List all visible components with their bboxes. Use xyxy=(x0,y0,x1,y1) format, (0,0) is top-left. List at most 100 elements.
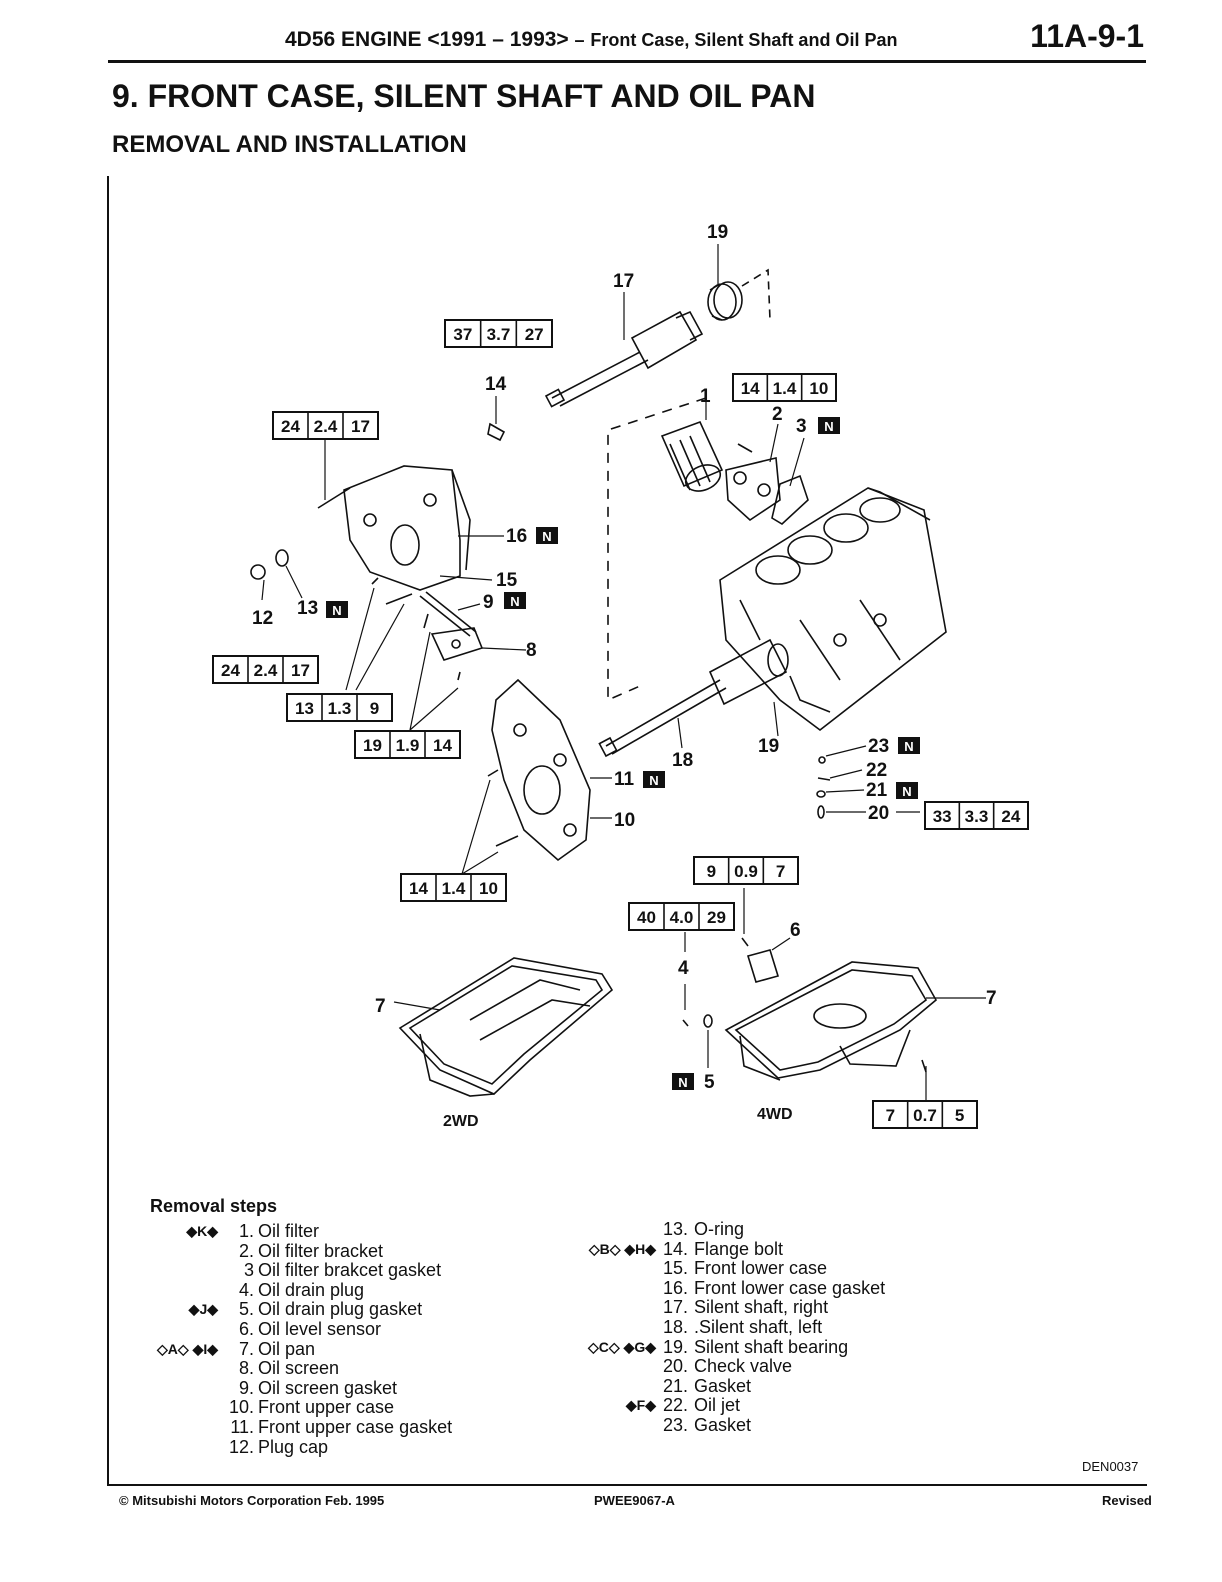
torque-value: 4.0 xyxy=(670,908,694,927)
bolts-drawing xyxy=(250,422,927,1073)
step-text: Front upper case gasket xyxy=(258,1416,453,1437)
removal-step: 6.Oil level sensor xyxy=(0,1319,1222,1340)
step-text: Oil jet xyxy=(694,1395,741,1416)
step-number: 11. xyxy=(230,1416,254,1437)
new-mark-21: N xyxy=(896,782,918,799)
silent-shaft-left-drawing xyxy=(598,638,789,758)
footer-copyright: © Mitsubishi Motors Corporation Feb. 199… xyxy=(119,1493,385,1508)
front-lower-case-drawing xyxy=(343,465,471,591)
step-text: Plug cap xyxy=(258,1436,329,1457)
callout-7-2wd: 7 xyxy=(375,996,386,1017)
step-text: Gasket xyxy=(694,1414,752,1435)
removal-step: ◆K◆1.Oil filter xyxy=(0,1221,1222,1242)
step-text: Oil screen gasket xyxy=(258,1377,398,1398)
torque-value: 5 xyxy=(955,1106,964,1125)
oil-screen-drawing xyxy=(419,591,484,661)
torque-value: 3.3 xyxy=(965,807,989,826)
step-number: 16. xyxy=(662,1277,688,1298)
step-text: Oil screen xyxy=(258,1358,340,1379)
step-text: Front lower case xyxy=(694,1258,828,1279)
torque-value: 17 xyxy=(291,661,310,680)
torque-value: 13 xyxy=(295,699,314,718)
torque-value: 9 xyxy=(707,862,716,881)
callout-labels: 19 17 14 1 2 3 16 15 9 8 13 12 18 19 11 … xyxy=(252,222,997,1093)
callout-22: 22 xyxy=(866,760,887,781)
torque-value: 24 xyxy=(221,661,240,680)
service-point-marker: ◇C◇ ◆G◆ xyxy=(588,1338,656,1355)
step-number: 2. xyxy=(238,1240,254,1261)
header-topic: Front Case, Silent Shaft and Oil Pan xyxy=(590,30,898,50)
callout-12: 12 xyxy=(252,608,273,629)
torque-value: 2.4 xyxy=(254,661,278,680)
oil-filter-bracket-drawing xyxy=(725,443,809,525)
torque-value: 7 xyxy=(886,1106,895,1125)
oil-pan-4wd-drawing xyxy=(724,961,938,1081)
svg-text:N: N xyxy=(678,1075,687,1090)
removal-step: ◇B◇ ◆H◆14.Flange bolt xyxy=(0,1239,1222,1260)
torque-value: 7 xyxy=(776,862,785,881)
callout-6: 6 xyxy=(790,920,801,941)
removal-step: ◆F◆22.Oil jet xyxy=(0,1396,1222,1416)
svg-text:N: N xyxy=(824,419,833,434)
svg-text:N: N xyxy=(902,784,911,799)
callout-1: 1 xyxy=(700,386,711,407)
step-text: Oil filter brakcet gasket xyxy=(258,1260,442,1281)
torque-value: 0.9 xyxy=(734,862,758,881)
new-mark-3: N xyxy=(818,417,840,434)
svg-text:N: N xyxy=(510,594,519,609)
step-text: Silent shaft bearing xyxy=(694,1336,849,1357)
dash-line-bearing xyxy=(741,268,771,321)
step-text: O-ring xyxy=(694,1219,745,1239)
step-text: Oil drain plug gasket xyxy=(258,1299,423,1320)
step-number: 8. xyxy=(238,1358,254,1379)
torque-value: 17 xyxy=(351,417,370,436)
step-number: 3 xyxy=(243,1260,254,1281)
removal-step: 2.Oil filter bracket xyxy=(0,1240,1222,1262)
svg-text:N: N xyxy=(904,739,913,754)
torque-value: 24 xyxy=(281,417,300,436)
label-4wd: 4WD xyxy=(757,1106,793,1123)
step-text: Oil drain plug xyxy=(258,1279,365,1300)
oil-pan-2wd-drawing xyxy=(398,957,614,1097)
svg-text:N: N xyxy=(542,529,551,544)
new-mark-13: N xyxy=(326,601,348,618)
service-point-marker: ◇A◇ ◆I◆ xyxy=(157,1340,218,1357)
removal-step: 11.Front upper case gasket xyxy=(0,1416,1222,1438)
bearing-top-drawing xyxy=(707,281,743,321)
torque-value: 1.4 xyxy=(442,879,466,898)
removal-step: 17.Silent shaft, right xyxy=(0,1298,1222,1318)
header-separator: – xyxy=(574,30,585,50)
torque-value: 40 xyxy=(637,908,656,927)
header-engine-title: 4D56 ENGINE <1991 – 1993> – Front Case, … xyxy=(285,28,897,52)
part-drawings xyxy=(250,268,947,1097)
service-point-marker: ◆F◆ xyxy=(625,1397,656,1414)
frame-bottom-rule xyxy=(107,1484,1147,1486)
callout-17: 17 xyxy=(613,271,634,292)
removal-step: 15.Front lower case xyxy=(0,1259,1222,1279)
step-number: 5. xyxy=(238,1299,254,1320)
callout-14: 14 xyxy=(485,374,507,395)
removal-step: 20.Check valve xyxy=(0,1357,1222,1377)
torque-spec-box: 24 2.4 17 xyxy=(212,655,319,684)
step-number: 4. xyxy=(238,1279,254,1300)
callout-8: 8 xyxy=(526,640,537,661)
removal-step: ◇A◇ ◆I◆7.Oil pan xyxy=(0,1339,1222,1360)
svg-text:N: N xyxy=(649,773,658,788)
callout-3: 3 xyxy=(796,416,807,437)
header-engine: 4D56 ENGINE <1991 – 1993> xyxy=(285,28,569,51)
removal-step: 8.Oil screen xyxy=(0,1359,1222,1379)
callout-10: 10 xyxy=(614,810,635,831)
footer-status: Revised xyxy=(1102,1493,1152,1508)
section-subtitle: REMOVAL AND INSTALLATION xyxy=(112,131,467,158)
step-number: 18. xyxy=(662,1316,688,1337)
step-text: Front lower case gasket xyxy=(694,1277,886,1298)
callout-2: 2 xyxy=(772,404,783,425)
new-mark-16: N xyxy=(536,527,558,544)
